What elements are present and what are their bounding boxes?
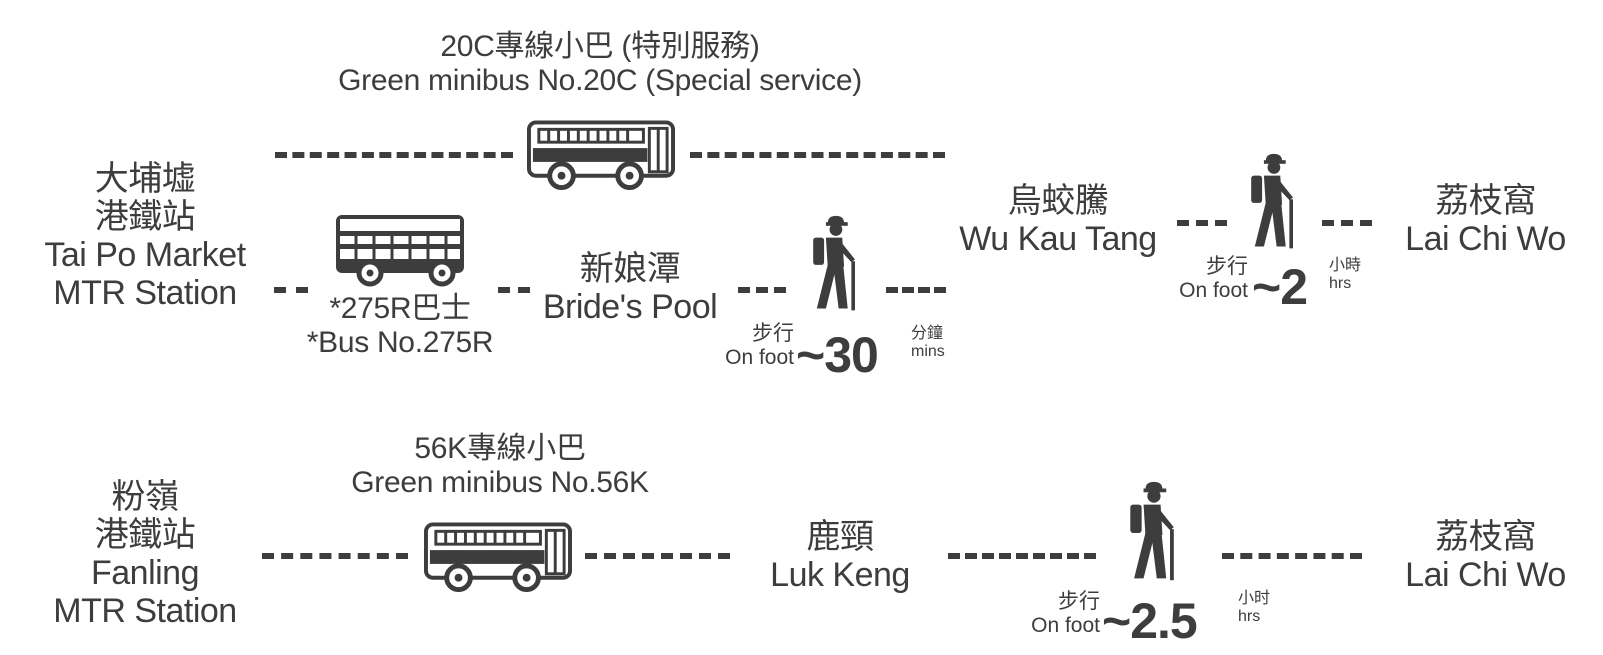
lai-chi-wo-destination-2-en: Lai Chi Wo	[1405, 556, 1566, 595]
minibus-20c-route-line-left	[275, 152, 513, 158]
minibus-20c-route-line-right	[690, 152, 945, 158]
minibus-56k-label: 56K專線小巴 Green minibus No.56K	[300, 432, 700, 499]
minibus-56k-label-zh: 56K專線小巴	[414, 432, 586, 465]
lai-chi-wo-destination-1-en: Lai Chi Wo	[1405, 220, 1566, 259]
walk-2-5-line-right	[1222, 553, 1362, 559]
lai-chi-wo-destination-1: 荔枝窩 Lai Chi Wo	[1378, 182, 1593, 258]
walk-2-unit-zh: 小時	[1329, 257, 1362, 274]
minibus-56k-route-line-left	[262, 553, 408, 559]
walk-2-5-label: 步行 On foot	[996, 590, 1100, 637]
walk-2-label: 步行 On foot	[1148, 255, 1248, 302]
walk-30-label-en: On foot	[725, 345, 794, 369]
bus-275r-route-line-left	[274, 287, 308, 293]
walk-2-5-duration: ~2.5	[1102, 593, 1198, 649]
tai-po-market-station-en-1: Tai Po Market	[44, 236, 246, 275]
hiker-icon	[806, 214, 864, 314]
walk-30-unit-en: mins	[911, 342, 945, 360]
walk-2-label-en: On foot	[1179, 278, 1248, 302]
fanling-station: 粉嶺 港鐵站 Fanling MTR Station	[20, 478, 270, 630]
minibus-20c-label-zh: 20C專線小巴 (特別服務)	[440, 30, 760, 63]
hiker-icon	[1124, 480, 1182, 584]
walk-30-label: 步行 On foot	[690, 322, 794, 369]
minibus-20c-label: 20C專線小巴 (特別服務) Green minibus No.20C (Spe…	[290, 30, 910, 97]
brides-pool-stop-en: Bride's Pool	[542, 288, 718, 327]
walk-2-unit: 小時 hrs	[1329, 257, 1361, 293]
walk-2-line-left	[1177, 220, 1227, 226]
walk-2-5-unit-zh: 小时	[1238, 590, 1271, 607]
walk-2-unit-en: hrs	[1329, 274, 1352, 292]
brides-pool-stop: 新娘潭 Bride's Pool	[520, 250, 740, 326]
bus-275r-route-line-right	[498, 287, 530, 293]
walk-2-5-unit: 小时 hrs	[1238, 590, 1270, 626]
double-decker-bus-icon	[334, 213, 466, 287]
luk-keng-stop: 鹿頸 Luk Keng	[740, 518, 940, 594]
bus-275r-label-en: *Bus No.275R	[306, 325, 494, 359]
luk-keng-stop-en: Luk Keng	[770, 556, 910, 595]
walk-2-line-right	[1322, 220, 1372, 226]
tai-po-market-station-zh-1: 大埔墟	[94, 160, 196, 198]
walk-30-duration: ~30	[796, 327, 879, 383]
wu-kau-tang-stop-zh: 烏蛟騰	[1007, 182, 1109, 220]
walk-2-5-label-zh: 步行	[1058, 590, 1100, 613]
tai-po-market-station: 大埔墟 港鐵站 Tai Po Market MTR Station	[20, 160, 270, 312]
minibus-56k-route-line-right	[585, 553, 730, 559]
wu-kau-tang-stop: 烏蛟騰 Wu Kau Tang	[938, 182, 1178, 258]
wu-kau-tang-stop-en: Wu Kau Tang	[959, 220, 1157, 259]
fanling-station-zh-1: 粉嶺	[111, 478, 180, 516]
lai-chi-wo-destination-1-zh: 荔枝窩	[1435, 182, 1536, 220]
walk-30-unit-zh: 分鐘	[911, 325, 944, 342]
walk-2-label-zh: 步行	[1206, 255, 1248, 278]
lai-chi-wo-destination-2-zh: 荔枝窩	[1435, 518, 1536, 556]
tai-po-market-station-en-2: MTR Station	[53, 274, 237, 313]
bus-275r-label: *275R巴士 *Bus No.275R	[275, 292, 525, 359]
tai-po-market-station-zh-2: 港鐵站	[94, 198, 196, 237]
fanling-station-en-2: MTR Station	[53, 592, 237, 631]
minibus-20c-label-en: Green minibus No.20C (Special service)	[338, 63, 862, 97]
walk-30-label-zh: 步行	[752, 322, 794, 345]
walk-2-5-label-en: On foot	[1031, 613, 1100, 637]
hiker-icon	[1244, 152, 1302, 252]
lai-chi-wo-destination-2: 荔枝窩 Lai Chi Wo	[1378, 518, 1593, 594]
bus-275r-label-zh: *275R巴士	[329, 292, 471, 325]
fanling-station-zh-2: 港鐵站	[94, 516, 196, 555]
walk-2-5-unit-en: hrs	[1238, 607, 1261, 625]
fanling-station-en-1: Fanling	[90, 554, 200, 593]
walk-30-line-right	[886, 287, 946, 293]
minibus-icon	[424, 522, 572, 592]
walk-2-duration: ~2	[1252, 259, 1308, 315]
minibus-icon	[527, 120, 675, 190]
minibus-56k-label-en: Green minibus No.56K	[351, 465, 649, 499]
walk-2-5-line-left	[948, 553, 1096, 559]
walk-30-unit: 分鐘 mins	[911, 325, 945, 361]
walk-30-line-left	[738, 287, 786, 293]
brides-pool-stop-zh: 新娘潭	[579, 250, 681, 288]
luk-keng-stop-zh: 鹿頸	[806, 518, 875, 556]
